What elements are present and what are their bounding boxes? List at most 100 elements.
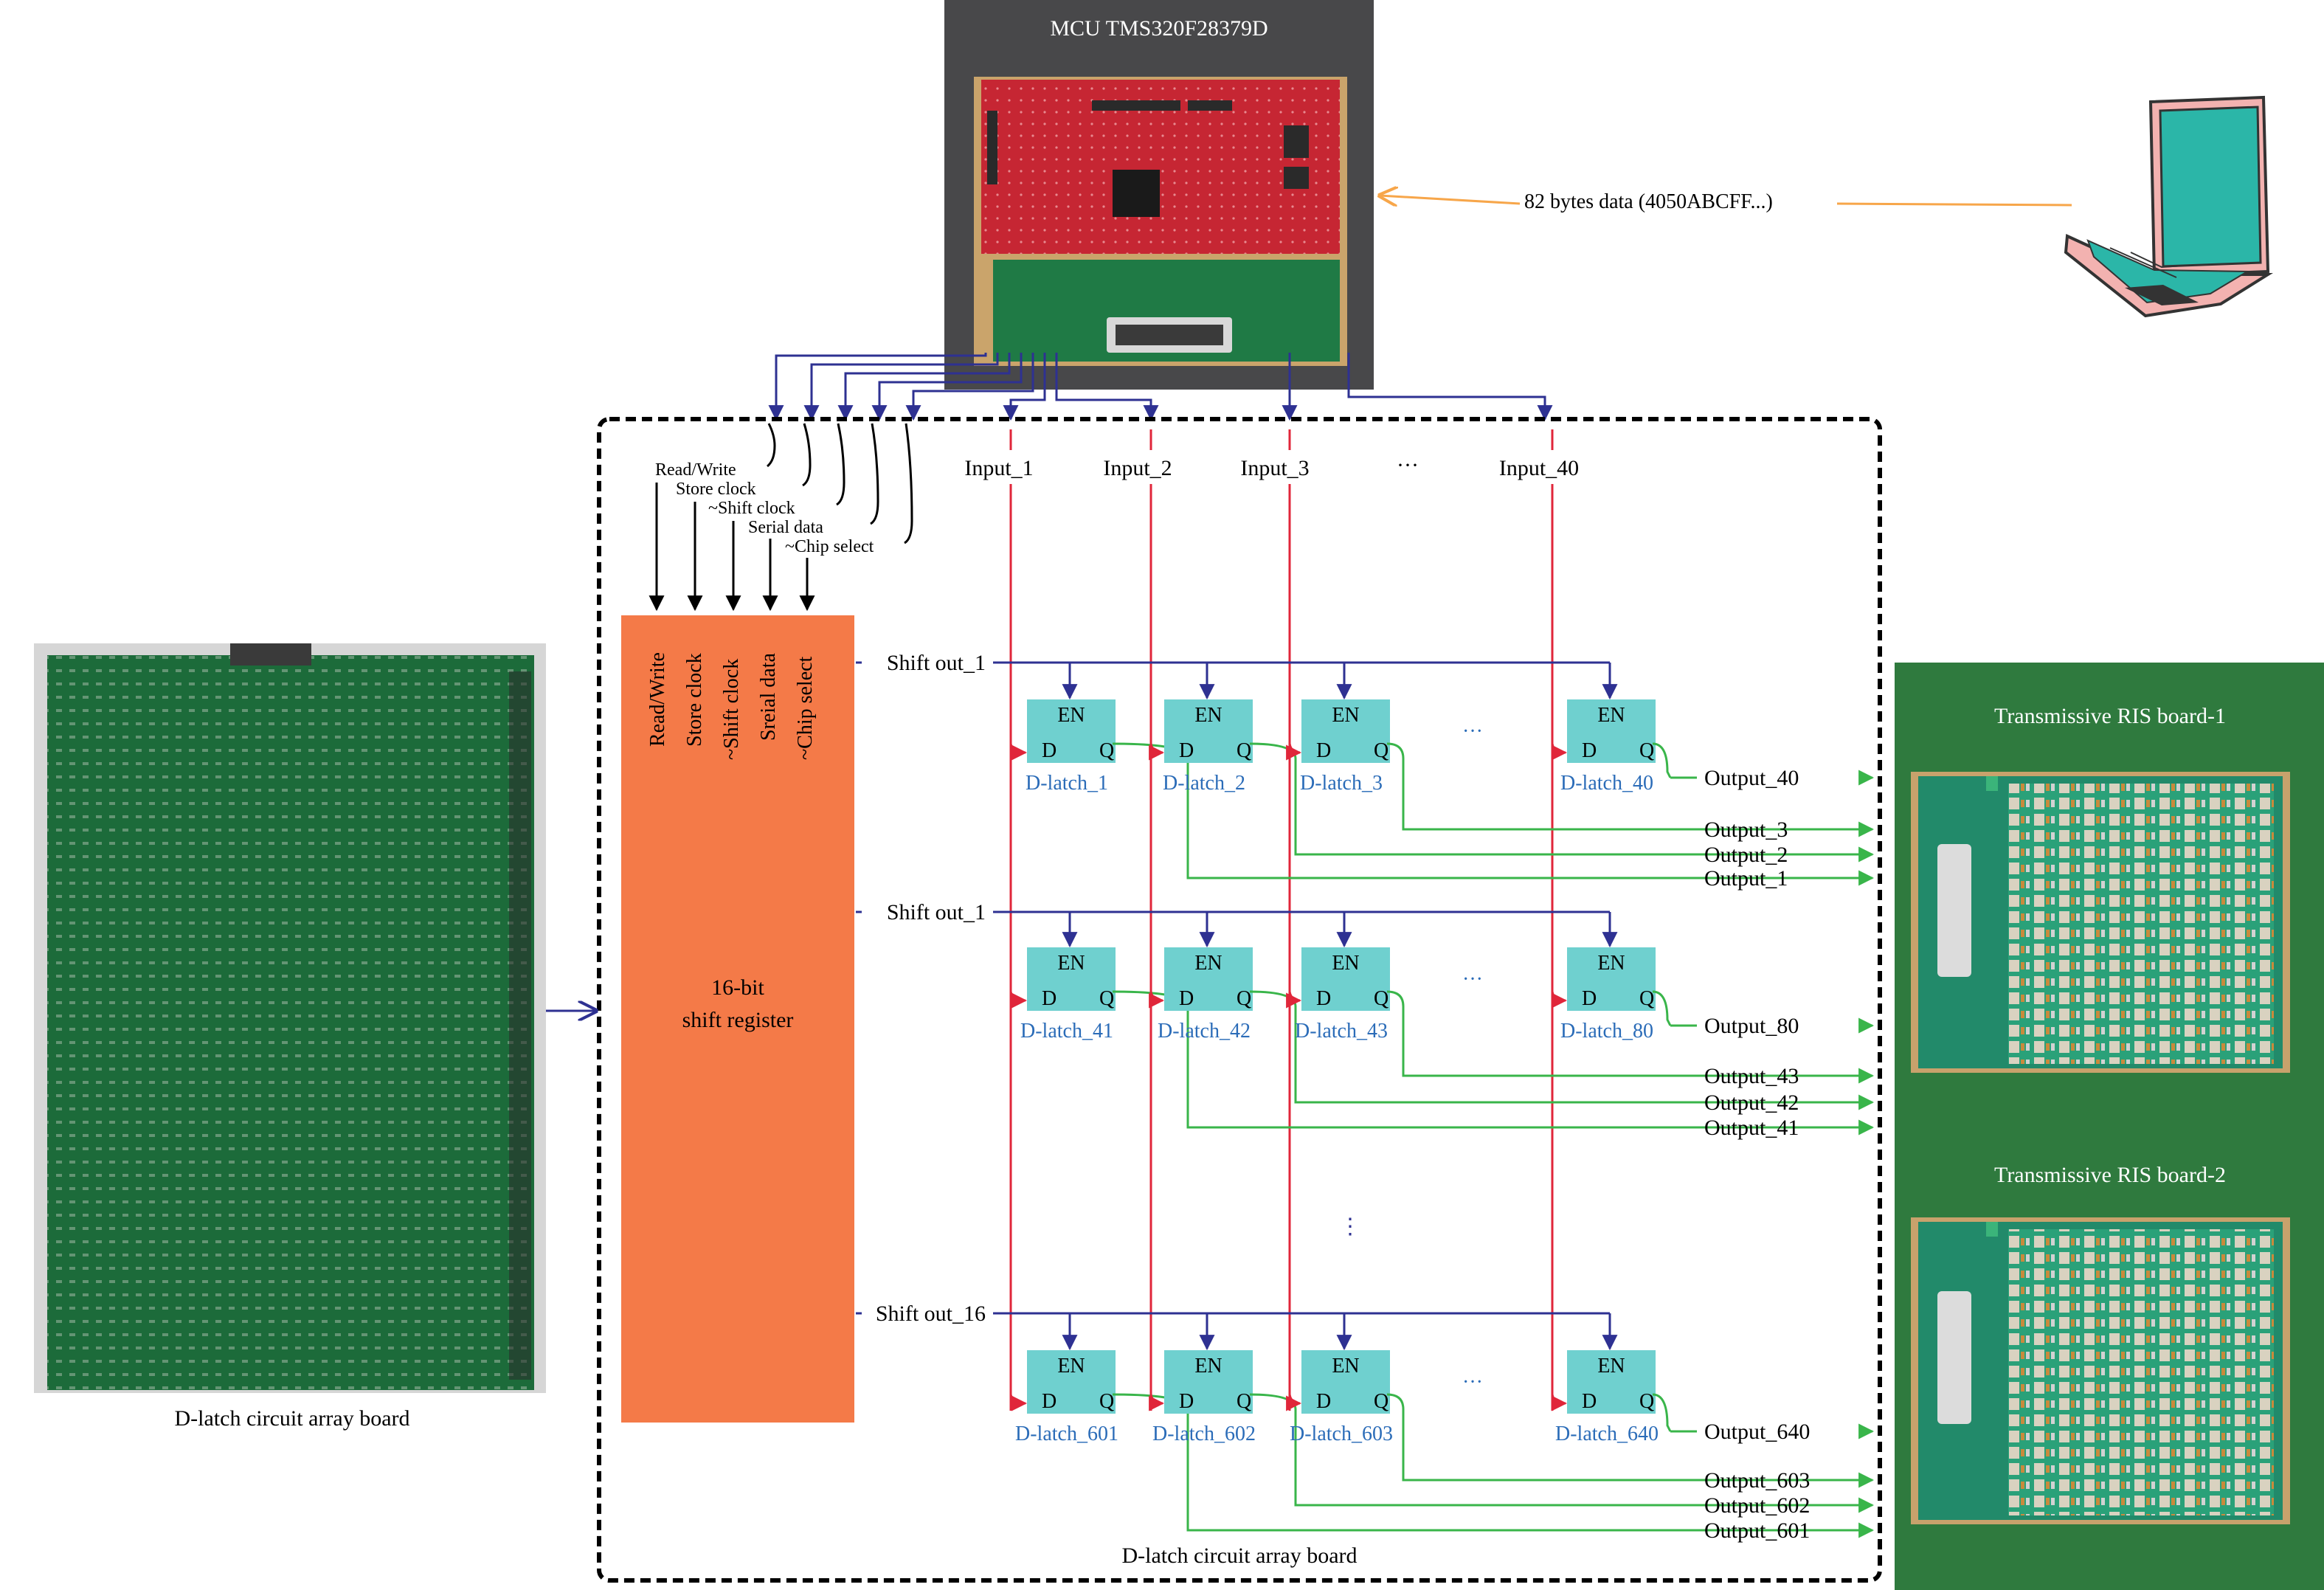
latch-box <box>1164 1350 1253 1414</box>
latch-en-label: EN <box>1597 952 1625 975</box>
ctrl-label-2: Store clock <box>676 480 756 499</box>
latch-d-label: D <box>1316 1390 1331 1413</box>
data-input-branch <box>1149 1394 1165 1411</box>
latch-en-label: EN <box>1057 1355 1085 1378</box>
output-label: Output_601 <box>1704 1518 1810 1543</box>
output-line <box>1386 1393 1870 1482</box>
ctrl-label-5: ~Chip select <box>785 537 874 556</box>
latch-q-label: Q <box>1639 739 1654 762</box>
output-label: Output_80 <box>1704 1014 1799 1038</box>
shift-out-label: Shift out_1 <box>887 651 986 675</box>
latch-name: D-latch_43 <box>1295 1020 1388 1043</box>
latch-name: D-latch_2 <box>1163 772 1245 795</box>
shift-out-label: Shift out_1 <box>887 900 986 924</box>
output-label: Output_42 <box>1704 1090 1799 1115</box>
latch-q-label: Q <box>1099 739 1114 762</box>
latch-q-label: Q <box>1374 739 1388 762</box>
control-labels: Read/Write Store clock ~Shift clock Seri… <box>655 460 874 556</box>
input-label-ellipsis: ··· <box>1397 453 1419 477</box>
shift-out-label: Shift out_16 <box>876 1302 986 1326</box>
ris-panel: Transmissive RIS board-1 Transmissive RI… <box>1895 663 2324 1590</box>
latch-box <box>1164 699 1253 763</box>
register-pin-1: Read/Write <box>646 652 669 747</box>
latch-d-label: D <box>1179 1390 1194 1413</box>
register-pin-5: ~Chip select <box>794 656 817 760</box>
array-board-photo: D-latch circuit array board <box>34 643 546 1431</box>
latch-name: D-latch_3 <box>1300 772 1383 795</box>
data-input-branch <box>1286 1394 1302 1411</box>
ctrl-label-4: Serial data <box>748 518 823 537</box>
ctrl-label-3: ~Shift clock <box>708 499 795 518</box>
output-label: Output_640 <box>1704 1420 1810 1444</box>
latch-q-label: Q <box>1639 1390 1654 1413</box>
output-line <box>1652 1393 1672 1432</box>
latch-q-label: Q <box>1099 1390 1114 1413</box>
input-label-2: Input_2 <box>1103 456 1172 480</box>
vertical-ellipsis: ⋮ <box>1339 1214 1361 1239</box>
latch-box <box>1301 1350 1390 1414</box>
register-pin-3: ~Shift clock <box>720 659 743 760</box>
latch-box <box>1567 947 1656 1011</box>
latch-en-label: EN <box>1597 704 1625 727</box>
latch-name: D-latch_1 <box>1026 772 1108 795</box>
output-label: Output_3 <box>1704 818 1788 842</box>
ris-board-2-label: Transmissive RIS board-2 <box>1994 1163 2226 1187</box>
board-caption: D-latch circuit array board <box>1122 1544 1358 1568</box>
latch-box <box>1301 699 1390 763</box>
latch-name: D-latch_602 <box>1152 1423 1256 1445</box>
latch-q-label: Q <box>1374 987 1388 1010</box>
shift-register-block <box>621 615 854 1423</box>
input-label-1: Input_1 <box>964 456 1033 480</box>
latch-q-label: Q <box>1237 987 1251 1010</box>
input-lines <box>1009 429 1554 1411</box>
control-bus <box>776 353 1553 419</box>
data-input-branch <box>1551 991 1568 1009</box>
control-connectors <box>649 423 913 612</box>
mcu-panel: MCU TMS320F28379D <box>944 0 1374 390</box>
latch-q-label: Q <box>1374 1390 1388 1413</box>
data-input-branch <box>1551 743 1568 761</box>
ris-board-2-photo <box>1911 1217 2290 1524</box>
latch-en-label: EN <box>1057 952 1085 975</box>
data-input-branch <box>1286 743 1302 761</box>
latch-q-label: Q <box>1639 987 1654 1010</box>
data-input-branch <box>1009 743 1028 761</box>
row-ellipsis: ··· <box>1462 720 1483 743</box>
input-label-40: Input_40 <box>1499 456 1579 480</box>
latch-name: D-latch_41 <box>1020 1020 1113 1043</box>
output-line <box>1386 742 1870 831</box>
register-label-1: 16-bit <box>711 975 764 1000</box>
data-input-branch <box>1551 1394 1568 1411</box>
register-pin-4: Sreial data <box>757 652 780 741</box>
latch-d-label: D <box>1582 987 1597 1010</box>
ris-board-1-label: Transmissive RIS board-1 <box>1994 704 2226 728</box>
latch-en-label: EN <box>1194 1355 1222 1378</box>
latch-en-label: EN <box>1194 952 1222 975</box>
pc-link: 82 bytes data (4050ABCFF...) <box>1380 190 2072 213</box>
latch-box <box>1027 1350 1116 1414</box>
latch-name: D-latch_603 <box>1290 1423 1393 1445</box>
latch-en-label: EN <box>1332 704 1359 727</box>
output-line <box>1386 990 1870 1077</box>
latch-name: D-latch_42 <box>1158 1020 1251 1043</box>
input-label-3: Input_3 <box>1240 456 1309 480</box>
latch-en-label: EN <box>1332 952 1359 975</box>
latch-d-label: D <box>1042 987 1056 1010</box>
latch-en-label: EN <box>1332 1355 1359 1378</box>
latch-name: D-latch_601 <box>1015 1423 1118 1445</box>
output-label: Output_603 <box>1704 1468 1810 1493</box>
data-input-branch <box>1149 743 1165 761</box>
latch-name: D-latch_80 <box>1560 1020 1653 1043</box>
latch-box <box>1567 1350 1656 1414</box>
data-input-branch <box>1149 991 1165 1009</box>
laptop-icon <box>2064 95 2273 318</box>
latch-en-label: EN <box>1597 1355 1625 1378</box>
latch-box <box>1164 947 1253 1011</box>
mcu-title: MCU TMS320F28379D <box>1050 16 1268 41</box>
latch-d-label: D <box>1316 739 1331 762</box>
input-labels: Input_1 Input_2 Input_3 ··· Input_40 <box>964 453 1579 480</box>
output-label: Output_2 <box>1704 843 1788 867</box>
latch-q-label: Q <box>1237 739 1251 762</box>
latch-box <box>1301 947 1390 1011</box>
